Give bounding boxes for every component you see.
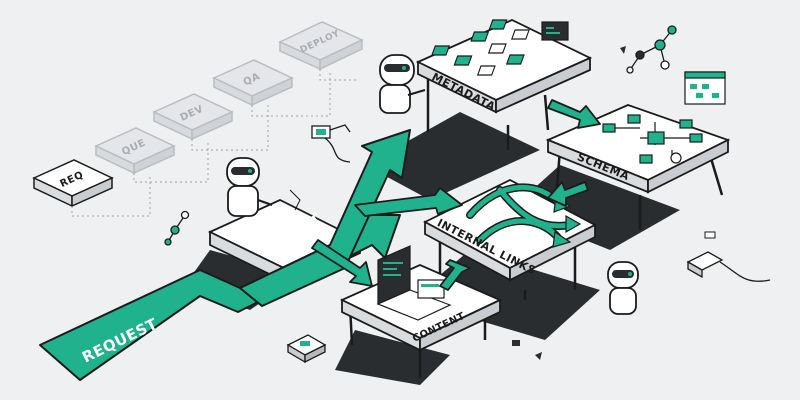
plug-icon <box>312 125 350 162</box>
chip-icon <box>688 252 770 281</box>
chip-icon <box>288 335 325 362</box>
molecule-icon <box>165 212 189 246</box>
pipeline-step-que: QUE <box>96 128 174 173</box>
robot-icon <box>608 262 638 314</box>
pipeline-step-req: REQ <box>34 160 112 206</box>
window-icon <box>542 22 568 40</box>
pipeline-step-qa: QA <box>214 60 292 105</box>
pipeline-steps: REQ QUE DEV QA DEPLOY <box>34 22 362 216</box>
molecule-icon <box>627 26 676 73</box>
window-icon <box>685 72 725 104</box>
pipeline-step-deploy: DEPLOY <box>280 22 362 69</box>
pipeline-step-dev: DEV <box>154 94 232 139</box>
